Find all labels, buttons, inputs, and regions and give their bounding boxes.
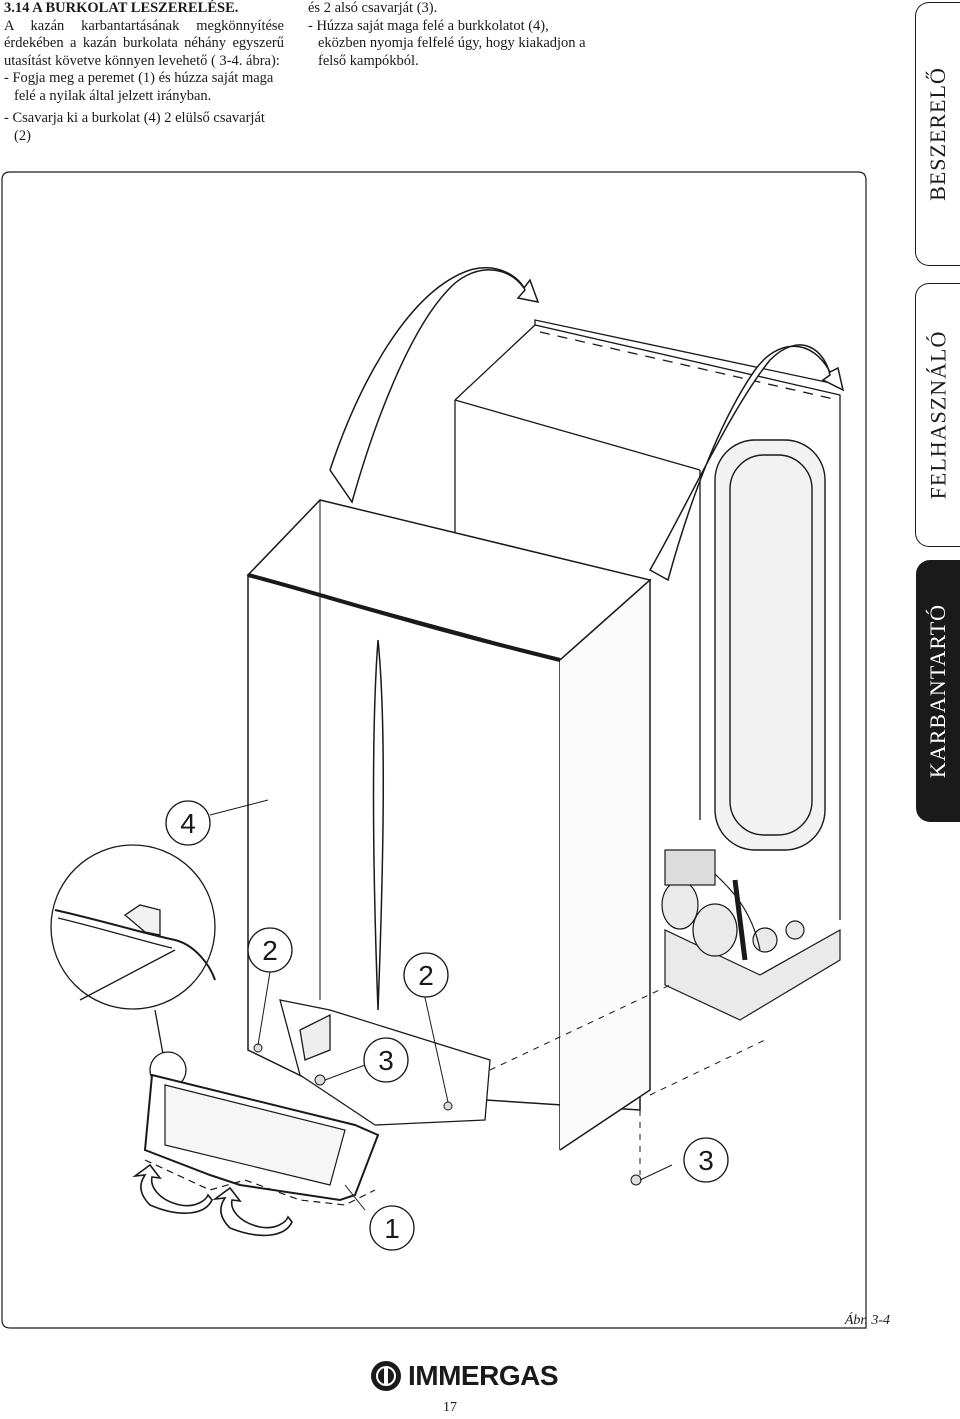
callout-2-left: 2 — [262, 935, 278, 966]
screw-front-right-icon — [443, 1101, 453, 1111]
intro-paragraph: A kazán karbantartásának megkönnyítése é… — [4, 17, 284, 69]
detail-zoom-circle — [50, 844, 216, 1089]
screw-front-left-icon — [253, 1043, 263, 1053]
section-heading: 3.14 A BURKOLAT LESZERELÉSE. — [4, 0, 239, 16]
immergas-logo: IMMERGAS — [370, 1360, 559, 1392]
callout-3-left: 3 — [378, 1045, 394, 1076]
pull-arrow-right-icon — [212, 1186, 293, 1237]
logo-wordmark: IMMERGAS — [408, 1360, 559, 1391]
callout-labels: 4 2 2 3 3 1 — [165, 800, 729, 1251]
dashed-guides — [489, 984, 766, 1175]
bezel-frame-part — [143, 1073, 380, 1206]
hydraulic-group — [661, 849, 841, 1021]
boiler-casing-removal-figure: 4 2 2 3 3 1 — [1, 171, 867, 1329]
pull-arrow-left-icon — [132, 1163, 213, 1215]
right-text-column: és 2 alsó csavarját (3). - Húzza saját m… — [308, 0, 598, 70]
screws — [253, 1043, 642, 1186]
callout-3-right: 3 — [698, 1145, 714, 1176]
page-number: 17 — [443, 1400, 457, 1415]
front-casing — [246, 499, 652, 1151]
tab-karbantarto[interactable]: KARBANTARTÓ — [916, 560, 960, 822]
callout-4: 4 — [180, 808, 196, 839]
step-2-continuation: és 2 alsó csavarját (3). — [308, 0, 438, 16]
screw-bottom-right-icon — [630, 1174, 642, 1186]
left-text-column: 3.14 A BURKOLAT LESZERELÉSE. A kazán kar… — [4, 0, 284, 145]
pull-arrows — [132, 1163, 293, 1237]
lift-arrow-left — [329, 267, 540, 504]
screw-bottom-left-icon — [314, 1074, 326, 1086]
callout-1: 1 — [384, 1213, 400, 1244]
callout-leaders — [209, 799, 673, 1211]
step-3-text: - Húzza saját maga felé a burkkolatot (4… — [308, 17, 586, 69]
immergas-emblem-icon — [371, 1361, 401, 1391]
figure-caption: Ábr. 3-4 — [844, 1313, 890, 1328]
expansion-vessel — [714, 439, 826, 851]
lift-arrow-right — [648, 344, 845, 582]
step-1-text: - Fogja meg a peremet (1) és húzza saját… — [4, 70, 274, 104]
callout-2-right: 2 — [418, 960, 434, 991]
tab-felhasznalo[interactable]: FELHASZNÁLÓ — [915, 283, 960, 547]
boiler-body — [454, 319, 841, 920]
step-2-text: - Csavarja ki a burkolat (4) 2 elülső cs… — [4, 110, 265, 144]
tab-beszerelo[interactable]: BESZERELŐ — [915, 2, 960, 266]
